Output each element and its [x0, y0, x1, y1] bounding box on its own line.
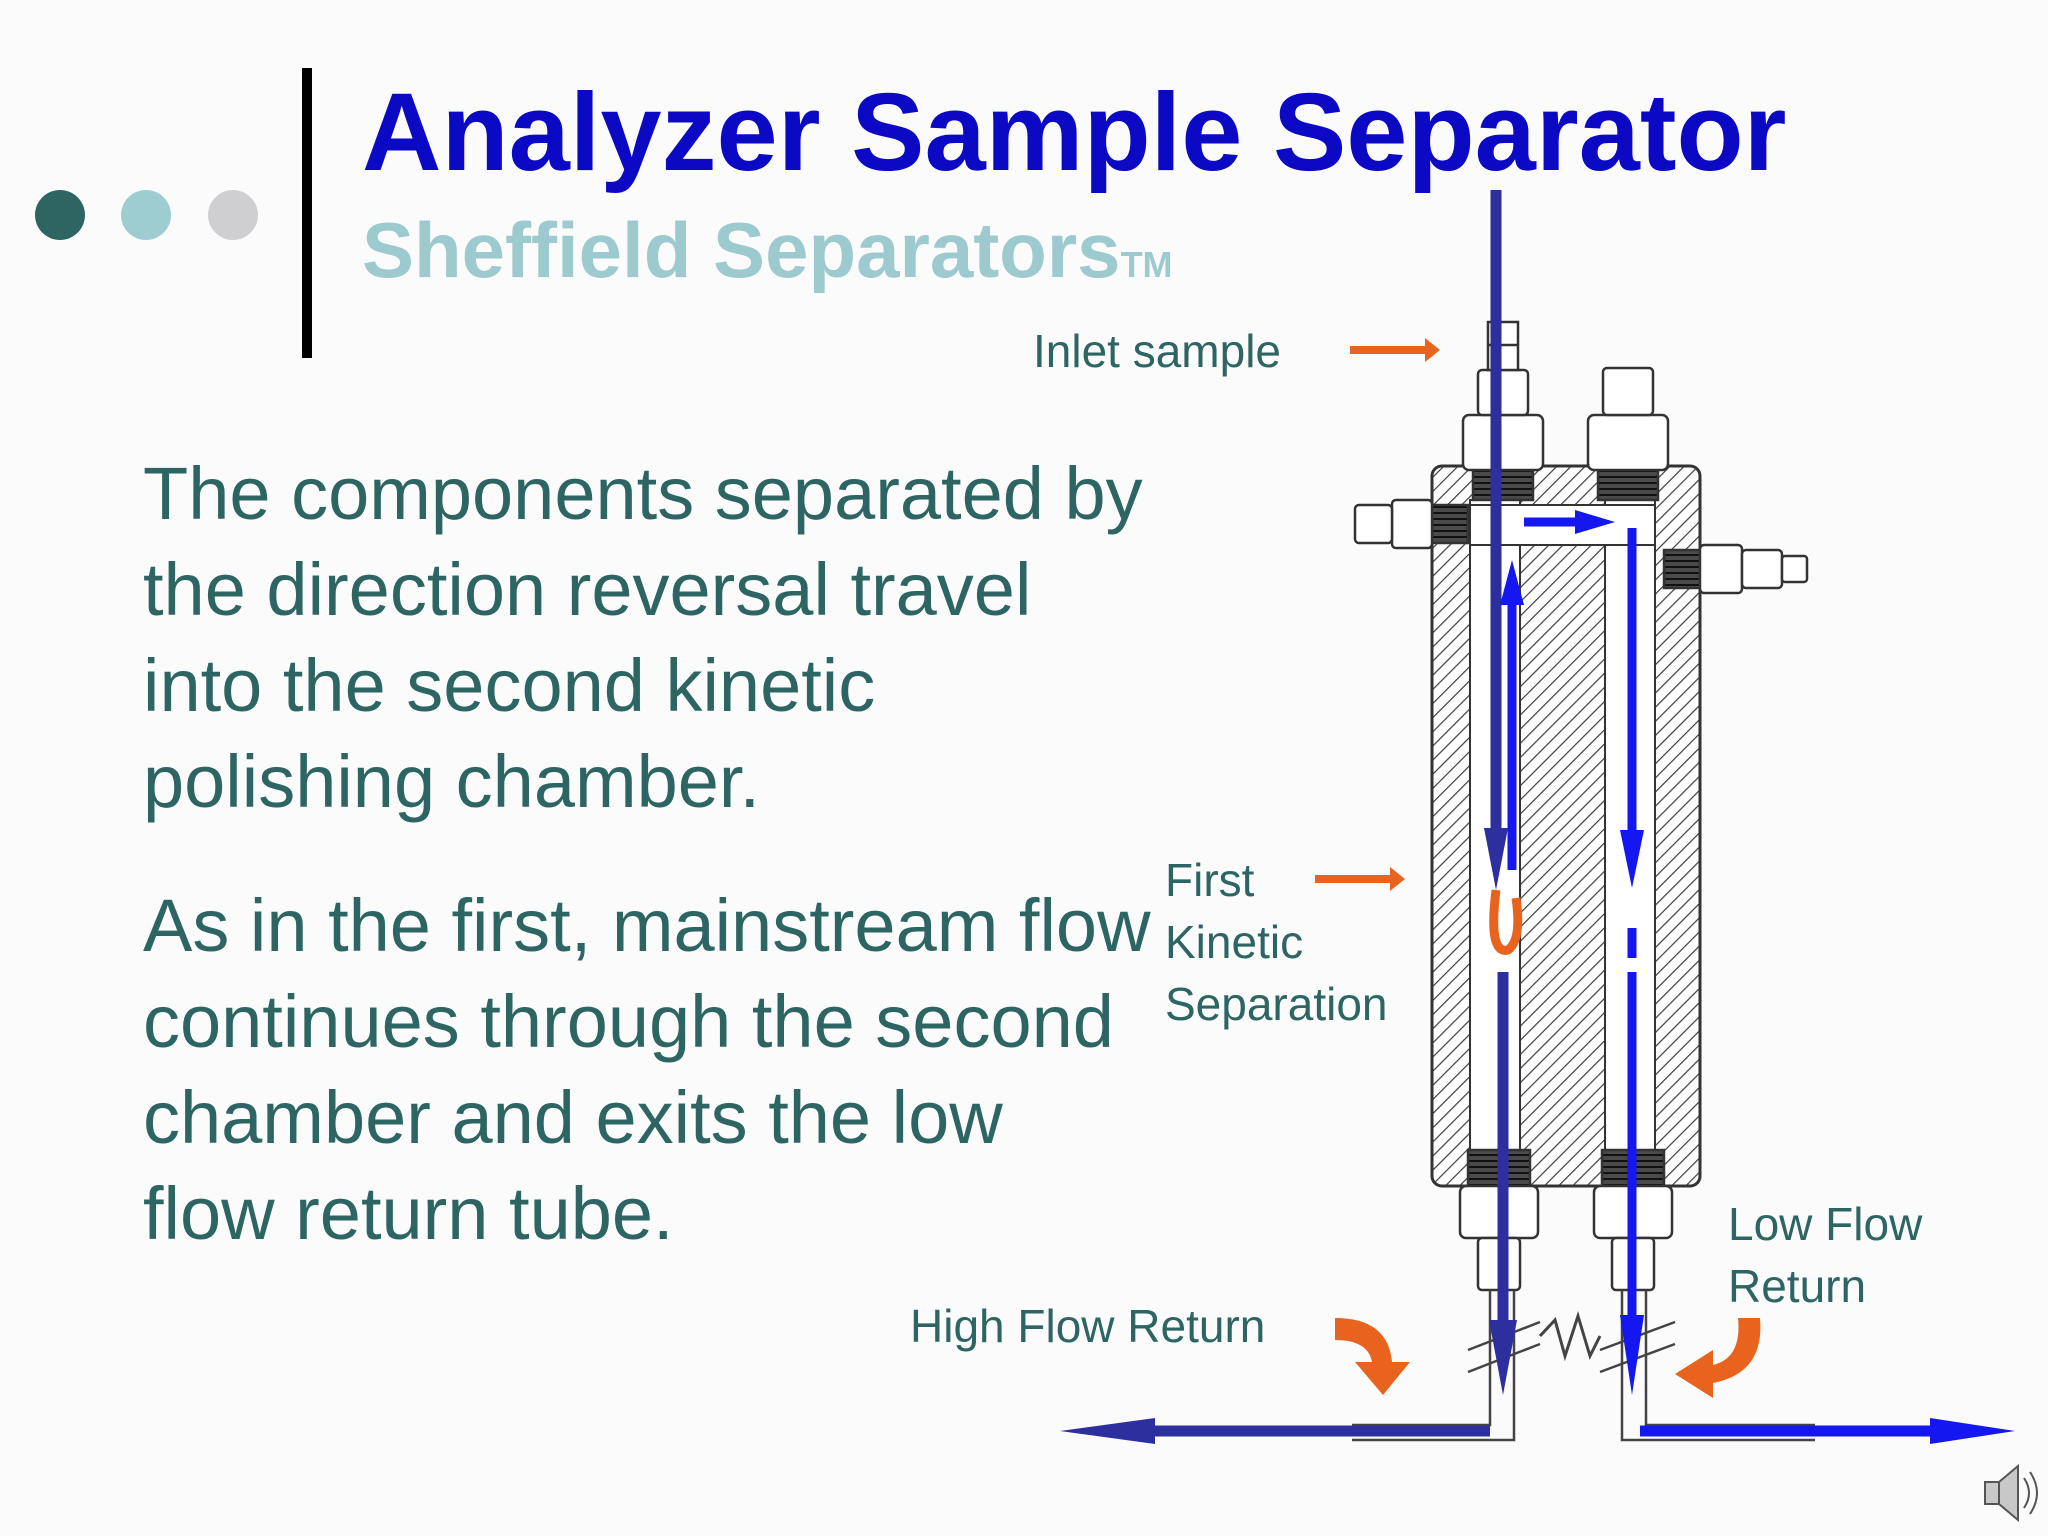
bullet-dot-light [121, 190, 171, 240]
low-flow-return-label: Low Flow Return [1728, 1193, 1922, 1317]
right-side-fitting [1662, 543, 1809, 595]
main-flow-arrow [1060, 190, 1517, 1444]
separator-body [1430, 464, 1702, 1188]
title-divider [302, 68, 312, 358]
body-paragraph-2: As in the first, mainstream flow continu… [143, 884, 1151, 1255]
separated-flow-arrow [1500, 510, 2015, 1444]
body-paragraph-1: The components separated by the directio… [143, 452, 1143, 823]
left-side-fitting [1353, 498, 1470, 550]
bullet-dot-gray [208, 190, 258, 240]
bullet-dot-dark [35, 190, 85, 240]
reversal-arrow [1489, 889, 1523, 955]
label-line: Kinetic [1165, 916, 1304, 969]
low-flow-callout-arrow [1675, 1318, 1761, 1398]
trademark-mark: TM [1120, 244, 1173, 285]
high-flow-callout-arrow [1335, 1318, 1410, 1395]
subtitle-text: Sheffield Separators [362, 206, 1121, 294]
top-left-fitting [1461, 320, 1545, 502]
inlet-callout-arrow [1350, 338, 1440, 362]
label-line: Low Flow [1728, 1198, 1923, 1250]
label-line: Separation [1165, 978, 1388, 1031]
slide-title: Analyzer Sample Separator [362, 71, 1787, 194]
first-kinetic-separation-label: First Kinetic Separation [1165, 849, 1388, 1035]
high-flow-return-label: High Flow Return [910, 1300, 1266, 1352]
top-right-fitting [1586, 366, 1670, 502]
first-kinetic-callout-arrow [1315, 867, 1405, 891]
return-tubes [1352, 1290, 1815, 1442]
label-line: First [1165, 854, 1255, 906]
speaker-icon[interactable] [1984, 1463, 2038, 1523]
slide-subtitle: Sheffield SeparatorsTM [362, 206, 1173, 294]
label-line: Return [1728, 1260, 1867, 1313]
inlet-sample-label: Inlet sample [1033, 325, 1282, 377]
